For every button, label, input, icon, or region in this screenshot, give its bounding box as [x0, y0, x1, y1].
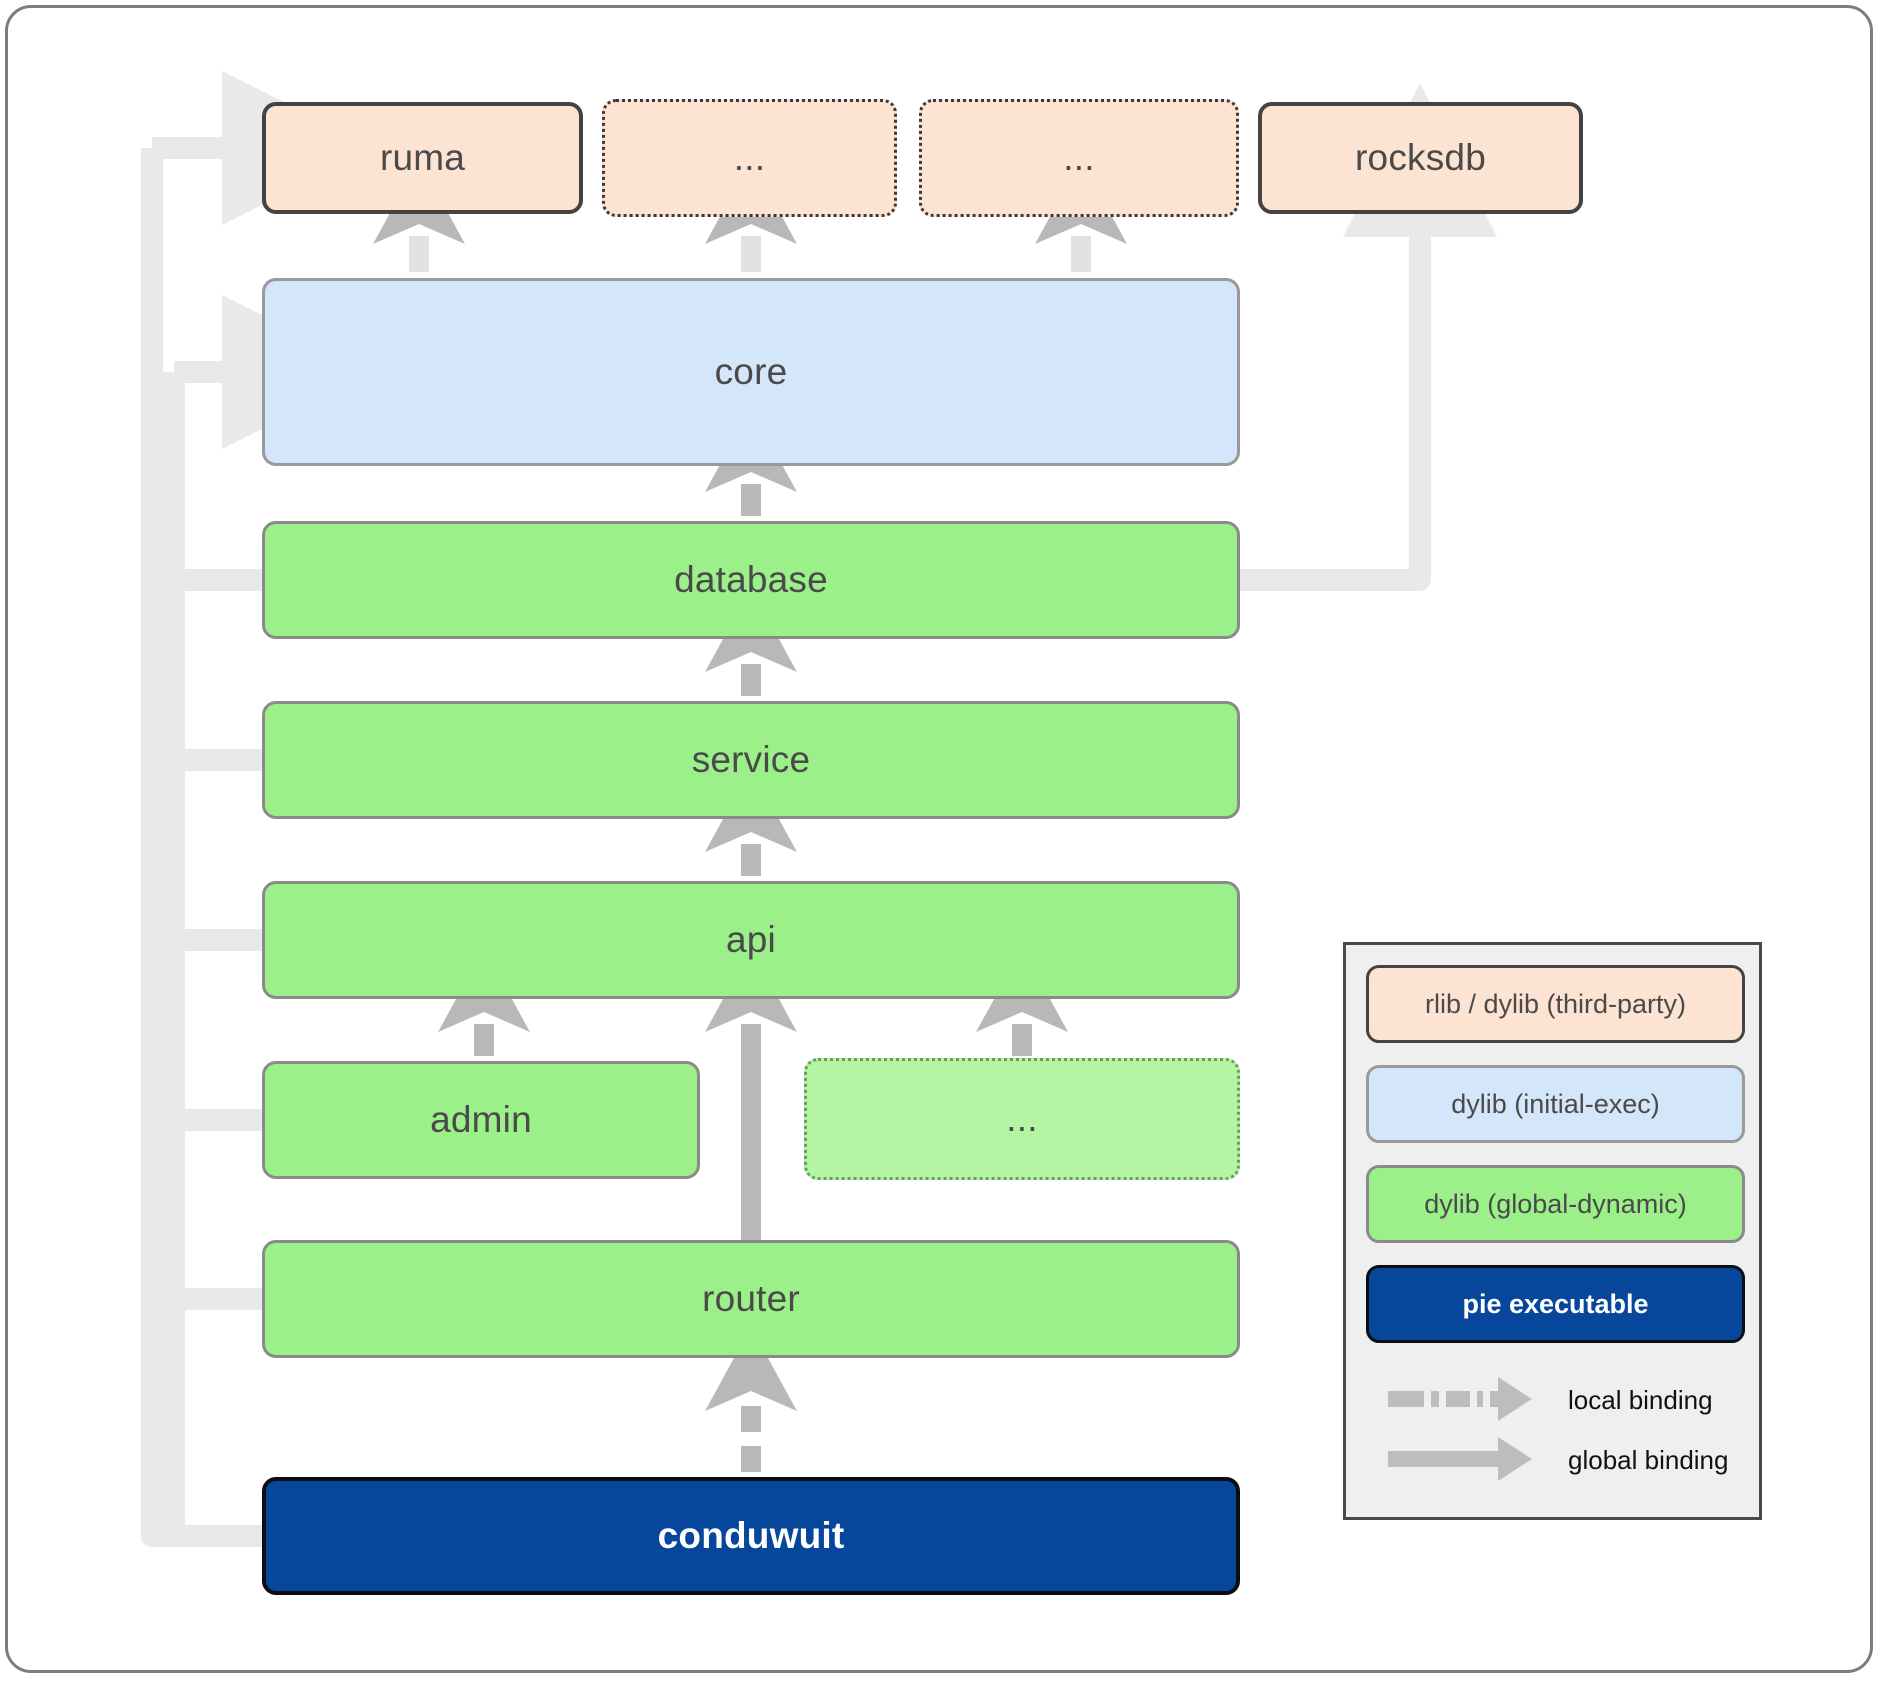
local-binding-label: local binding	[1568, 1385, 1713, 1415]
node-label: ruma	[379, 137, 466, 178]
node-label: ...	[1063, 137, 1095, 178]
node-label: service	[691, 739, 811, 780]
node-database[interactable]: database	[262, 521, 1240, 639]
node-label: ...	[733, 137, 766, 178]
node-api[interactable]: api	[262, 881, 1240, 999]
node-label: admin	[430, 1099, 532, 1140]
legend-item-label: pie executable	[1462, 1288, 1649, 1319]
node-label: api	[726, 919, 776, 960]
node-ellipsis-top-2[interactable]: ...	[919, 99, 1239, 217]
node-label: database	[674, 559, 828, 600]
node-conduwuit[interactable]: conduwuit	[262, 1477, 1240, 1595]
node-router[interactable]: router	[262, 1240, 1240, 1358]
legend-item-label: dylib (initial-exec)	[1451, 1088, 1660, 1119]
global-binding-arrow-icon	[1388, 1437, 1532, 1481]
node-core[interactable]: core	[262, 278, 1240, 466]
legend-item-label: dylib (global-dynamic)	[1424, 1188, 1687, 1219]
node-label: ...	[1006, 1098, 1038, 1139]
node-service[interactable]: service	[262, 701, 1240, 819]
node-label: router	[702, 1278, 800, 1319]
node-ellipsis-top-1[interactable]: ...	[602, 99, 897, 217]
legend-panel: rlib / dylib (third-party) dylib (initia…	[1343, 942, 1762, 1520]
legend-item-label: rlib / dylib (third-party)	[1424, 988, 1687, 1019]
node-ruma[interactable]: ruma	[262, 102, 583, 214]
legend-item-dylib-global-dynamic: dylib (global-dynamic)	[1366, 1165, 1745, 1243]
global-binding-label: global binding	[1568, 1445, 1729, 1475]
local-binding-arrow-icon	[1388, 1377, 1532, 1421]
legend-item-pie-executable: pie executable	[1366, 1265, 1745, 1343]
legend-item-dylib-initial-exec: dylib (initial-exec)	[1366, 1065, 1745, 1143]
legend-item-rlib: rlib / dylib (third-party)	[1366, 965, 1745, 1043]
node-label: core	[714, 351, 788, 392]
node-rocksdb[interactable]: rocksdb	[1258, 102, 1583, 214]
node-label: conduwuit	[657, 1515, 845, 1556]
node-admin[interactable]: admin	[262, 1061, 700, 1179]
node-label: rocksdb	[1355, 137, 1486, 178]
node-ellipsis-mid[interactable]: ...	[804, 1058, 1240, 1180]
